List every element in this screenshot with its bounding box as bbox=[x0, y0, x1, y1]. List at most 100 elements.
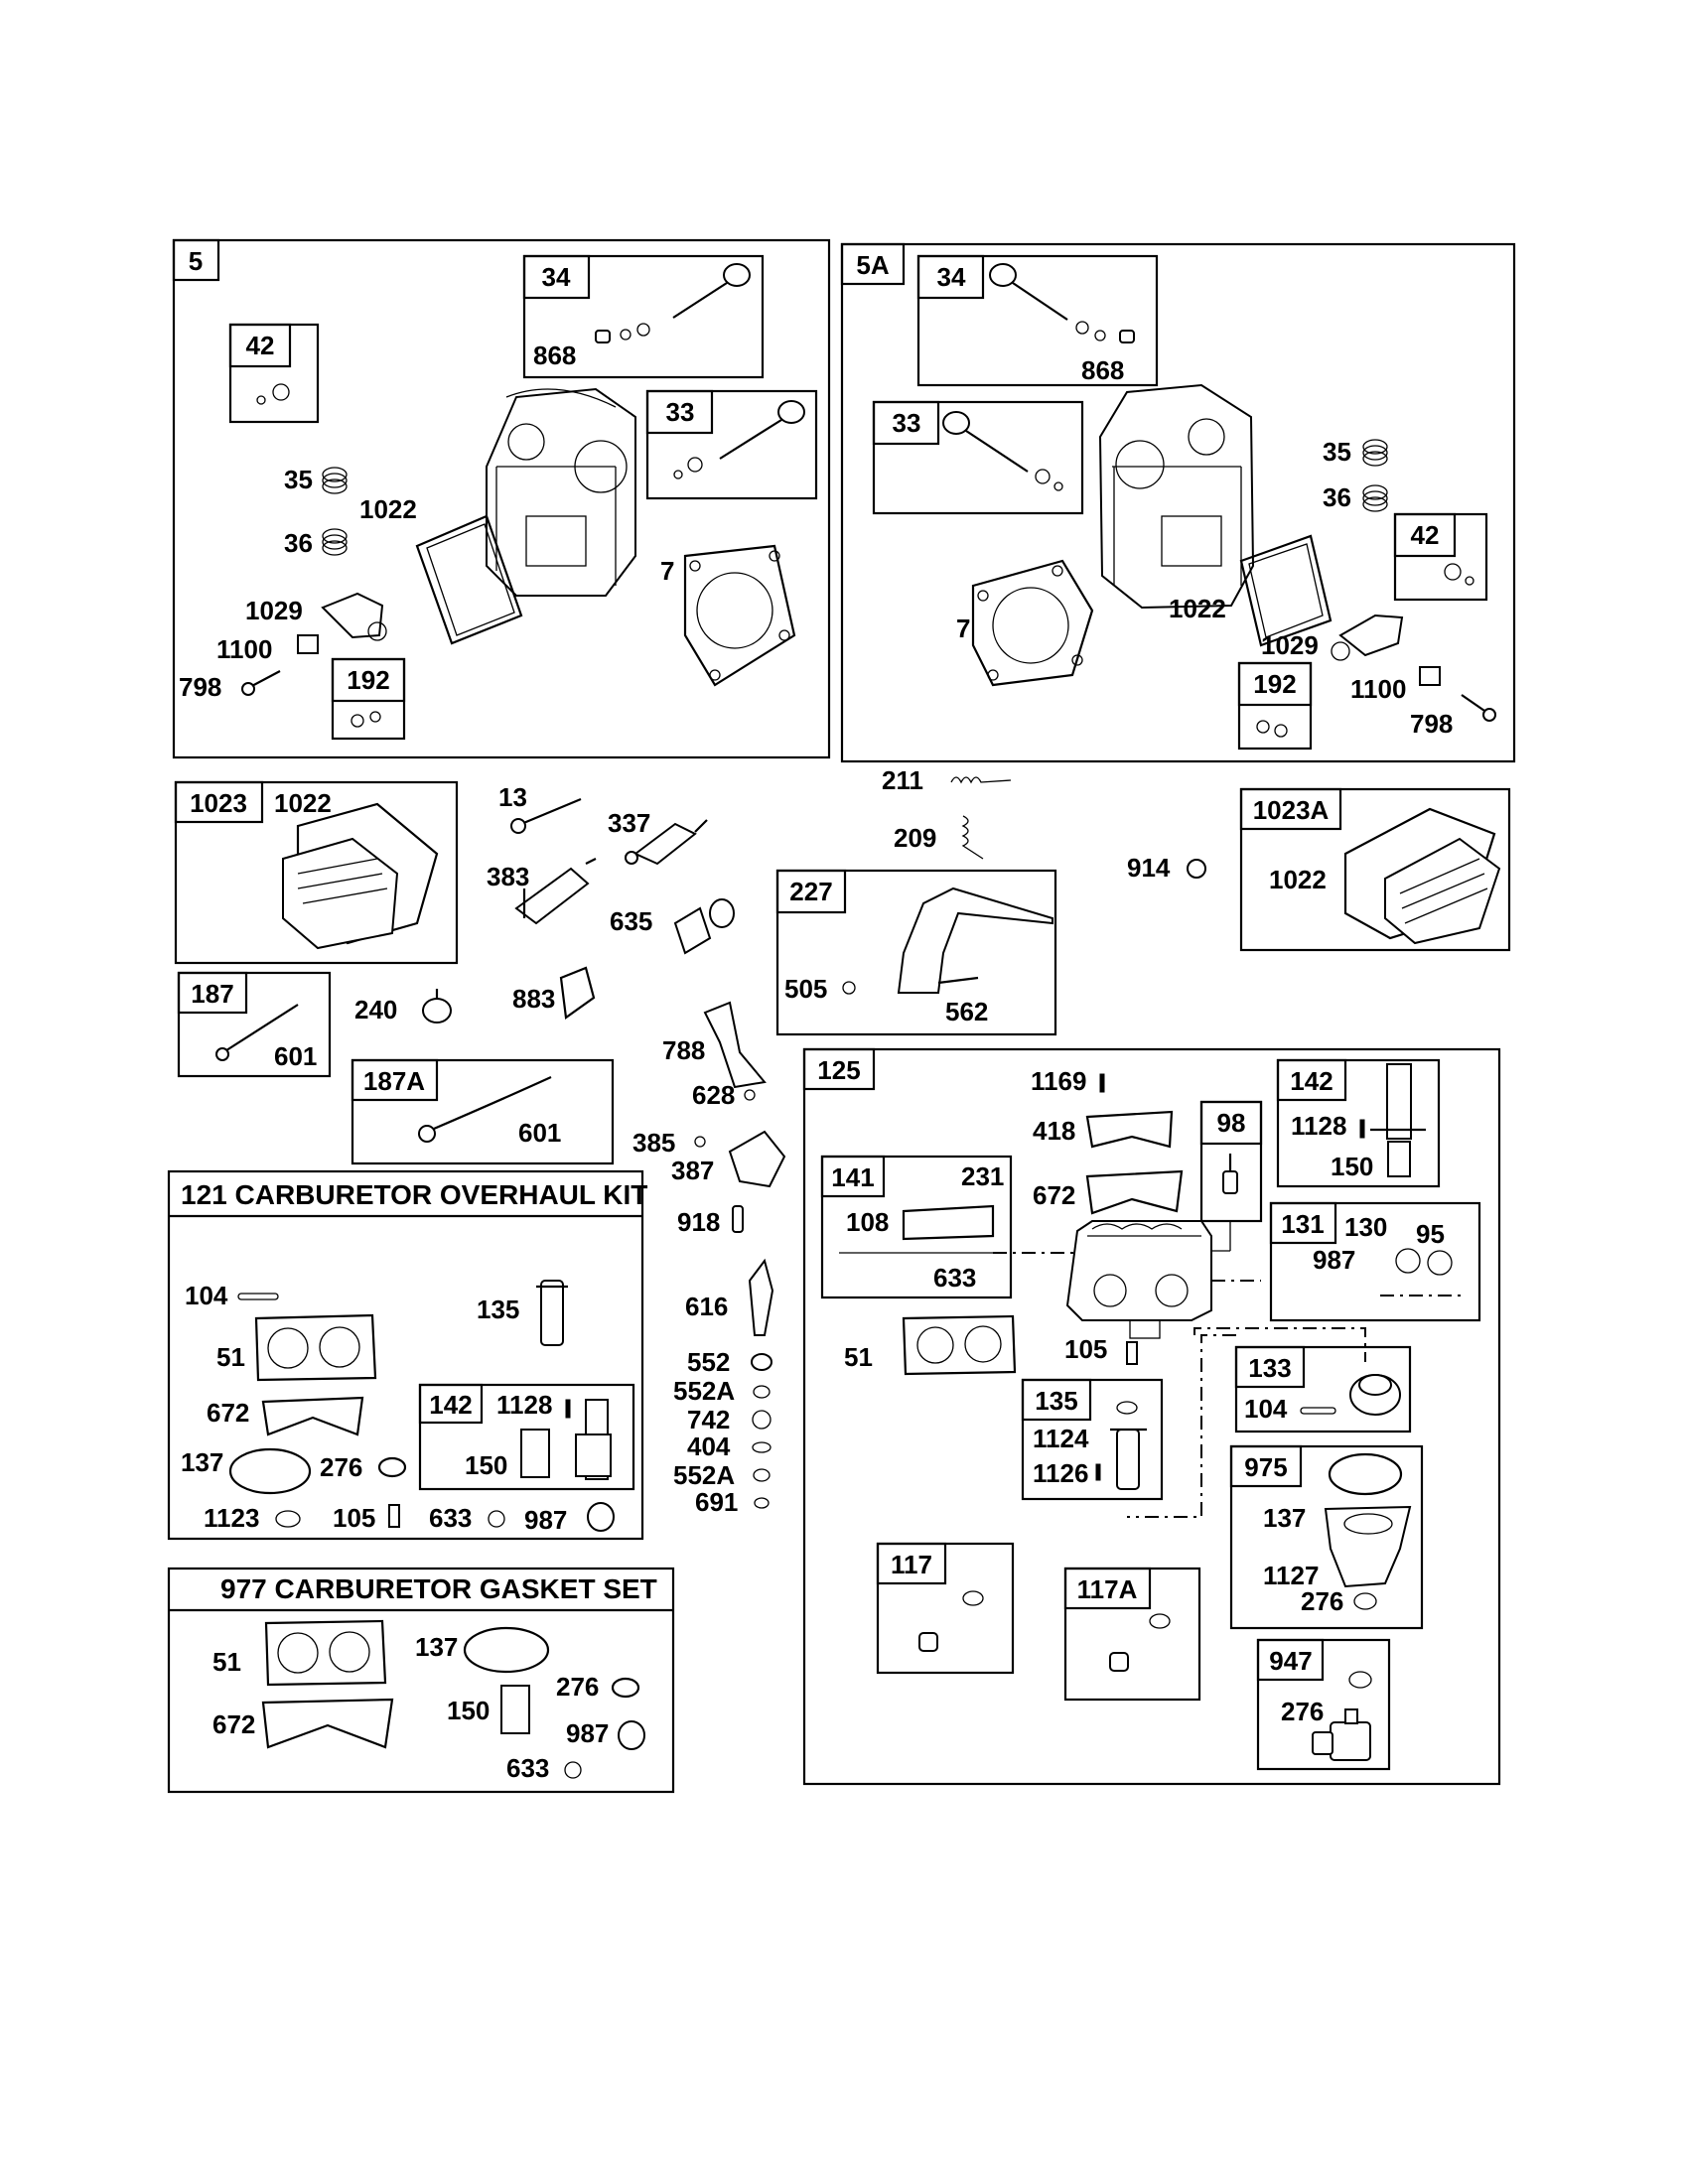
frame-label: 33 bbox=[893, 408, 921, 438]
solenoid-icon bbox=[1312, 1708, 1371, 1761]
elbow-fitting-icon bbox=[673, 898, 735, 955]
part-label: 1124 bbox=[1033, 1424, 1089, 1453]
part-label: 231 bbox=[961, 1161, 1004, 1191]
frame-label: 142 bbox=[429, 1390, 472, 1420]
frame-label: 117 bbox=[891, 1550, 932, 1579]
part-label: 868 bbox=[533, 341, 576, 370]
frame-label: 142 bbox=[1290, 1066, 1333, 1096]
part-label: 209 bbox=[894, 823, 936, 853]
part-label: 672 bbox=[212, 1709, 255, 1739]
part-label: 108 bbox=[846, 1207, 889, 1237]
part-label: 276 bbox=[1301, 1586, 1343, 1616]
valve-part bbox=[595, 263, 751, 343]
part-label: 1029 bbox=[1261, 630, 1319, 660]
part-label: 628 bbox=[692, 1080, 735, 1110]
frame-label: 192 bbox=[1253, 669, 1296, 699]
part-label: 36 bbox=[284, 528, 313, 558]
part-label: 1128 bbox=[496, 1390, 552, 1420]
carburetor-body-drawing bbox=[1065, 1220, 1212, 1339]
part-label: 51 bbox=[212, 1647, 241, 1677]
valve-cover-gasket-drawing bbox=[1239, 534, 1333, 647]
part-label: 7 bbox=[956, 614, 970, 643]
part-label: 552A bbox=[673, 1376, 735, 1406]
frame-1023: 1023 1022 bbox=[174, 780, 459, 965]
part-label: 798 bbox=[1410, 709, 1453, 739]
part-label: 987 bbox=[566, 1718, 609, 1748]
part-label: 742 bbox=[687, 1405, 730, 1434]
part-label: 51 bbox=[216, 1342, 245, 1372]
part-label: 987 bbox=[524, 1505, 567, 1535]
carburetor-gasket-icon bbox=[264, 1619, 387, 1687]
part-label: 1100 bbox=[216, 634, 272, 664]
loose-parts-mid: 240 883 788 628 385 387 918 616 552 552A… bbox=[354, 966, 786, 1517]
frame-label: 187 bbox=[191, 979, 233, 1009]
head-gasket-drawing bbox=[683, 544, 796, 687]
gasket-icon bbox=[1085, 1110, 1174, 1149]
part-label: 13 bbox=[498, 782, 527, 812]
part-label: 1169 bbox=[1031, 1066, 1086, 1096]
part-label: 385 bbox=[632, 1128, 675, 1158]
part-label: 1127 bbox=[1263, 1561, 1319, 1590]
part-label: 36 bbox=[1323, 482, 1351, 512]
part-label: 150 bbox=[447, 1696, 490, 1725]
part-label: 418 bbox=[1033, 1116, 1075, 1146]
carburetor-gasket-icon bbox=[902, 1314, 1017, 1376]
part-label: 105 bbox=[333, 1503, 375, 1533]
part-label: 616 bbox=[685, 1292, 728, 1321]
part-label: 691 bbox=[695, 1487, 738, 1517]
bolt-icon bbox=[1461, 694, 1496, 722]
rocker-arm-drawing bbox=[1331, 614, 1404, 661]
frame-label: 192 bbox=[347, 665, 389, 695]
valve-cover-drawing bbox=[282, 802, 439, 950]
part-label: 914 bbox=[1127, 853, 1171, 883]
frame-label: 187A bbox=[363, 1066, 425, 1096]
valve-cover-drawing bbox=[1343, 807, 1501, 945]
frame-label: 34 bbox=[542, 262, 571, 292]
frame-label: 42 bbox=[246, 331, 275, 360]
part-label: 130 bbox=[1344, 1212, 1387, 1242]
valve-spring-icon bbox=[322, 528, 348, 556]
part-label: 137 bbox=[1263, 1503, 1306, 1533]
part-label: 633 bbox=[933, 1263, 976, 1293]
rocker-arm-drawing bbox=[321, 592, 387, 641]
frame-125: 125 1169 418 672 98 142 1128 150 141 231… bbox=[802, 1047, 1501, 1786]
part-label: 104 bbox=[185, 1281, 228, 1310]
kit-title: 977 CARBURETOR GASKET SET bbox=[220, 1573, 657, 1604]
fuel-bowl-icon bbox=[1324, 1505, 1412, 1588]
flange-icon bbox=[728, 1130, 786, 1188]
bracket-icon bbox=[703, 1001, 767, 1089]
shaft-icon bbox=[748, 1258, 774, 1336]
part-label: 552A bbox=[673, 1460, 735, 1490]
part-label: 211 bbox=[882, 765, 923, 795]
part-label: 633 bbox=[506, 1753, 549, 1783]
pin-icon bbox=[732, 1205, 744, 1233]
part-label: 552 bbox=[687, 1347, 730, 1377]
bolt-icon bbox=[241, 670, 281, 696]
valve-spring-icon bbox=[1362, 439, 1388, 467]
valve-part bbox=[673, 400, 805, 479]
frame-label: 5 bbox=[189, 246, 203, 276]
frame-label: 98 bbox=[1217, 1108, 1246, 1138]
frame-label: 131 bbox=[1281, 1209, 1324, 1239]
valve-spring-icon bbox=[1362, 484, 1388, 512]
breather-tube-icon bbox=[514, 858, 597, 925]
frame-label: 133 bbox=[1248, 1353, 1291, 1383]
part-label: 1029 bbox=[245, 596, 303, 625]
frame-label: 135 bbox=[1035, 1386, 1077, 1416]
bracket-drawing bbox=[897, 887, 1053, 994]
screw-icon bbox=[1109, 1652, 1129, 1672]
part-label: 987 bbox=[1313, 1245, 1355, 1275]
frame-label: 5A bbox=[856, 250, 889, 280]
spring-icon bbox=[950, 776, 1012, 784]
part-label: 137 bbox=[181, 1447, 223, 1477]
part-label: 276 bbox=[320, 1452, 362, 1482]
screw-icon bbox=[918, 1632, 938, 1652]
part-label: 95 bbox=[1416, 1219, 1445, 1249]
gasket-icon bbox=[559, 966, 596, 1020]
part-label: 35 bbox=[284, 465, 313, 494]
loose-parts-top: 13 337 383 635 211 209 914 bbox=[487, 765, 1206, 955]
frame-187: 187 601 bbox=[177, 971, 332, 1078]
part-label: 1126 bbox=[1033, 1458, 1088, 1488]
part-label: 1022 bbox=[1169, 594, 1226, 623]
